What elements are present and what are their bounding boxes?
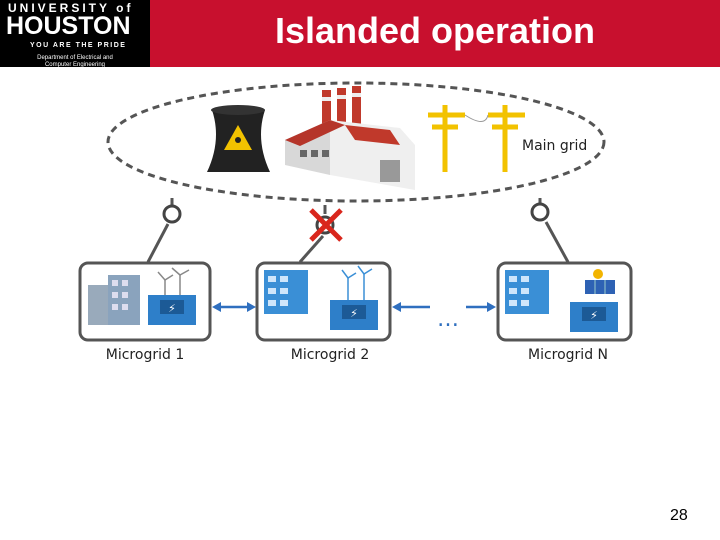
generator-icon: ⚡ [570, 302, 618, 332]
office-building-icon [505, 270, 549, 314]
main-grid-boundary [106, 81, 606, 203]
microgrid-2-label: Microgrid 2 [291, 347, 369, 363]
switch-icon [162, 202, 550, 235]
nuclear-plant-icon [207, 105, 270, 172]
university-logo: UNIVERSITY of HOUSTON YOU ARE THE PRIDE … [0, 0, 150, 68]
slide-header: UNIVERSITY of HOUSTON YOU ARE THE PRIDE … [0, 0, 720, 68]
microgrid-n-box: ⚡ [496, 261, 633, 342]
more-microgrids-ellipsis: … [437, 307, 459, 332]
connection-lines [146, 198, 570, 263]
microgrid-1-box: ⚡ [78, 261, 212, 342]
generator-icon: ⚡ [330, 300, 378, 330]
svg-text:⚡: ⚡ [590, 309, 598, 322]
disconnect-mark [309, 208, 343, 242]
solar-panel-icon [585, 269, 615, 294]
main-grid-label: Main grid [522, 138, 587, 154]
factory-icon [285, 86, 415, 190]
slide-title: Islanded operation [274, 10, 596, 51]
wind-turbine-icon [341, 265, 373, 305]
office-building-icon [264, 270, 308, 314]
office-building-icon [88, 275, 140, 325]
svg-text:⚡: ⚡ [350, 307, 358, 320]
generator-icon: ⚡ [148, 295, 196, 325]
microgrid-2-box: ⚡ [255, 261, 392, 342]
svg-text:⚡: ⚡ [168, 302, 176, 315]
transmission-tower-icon [428, 105, 525, 172]
microgrid-n-label: Microgrid N [528, 347, 608, 363]
power-exchange-arrows [212, 302, 496, 312]
page-number: 28 [670, 507, 688, 524]
microgrid-1-label: Microgrid 1 [106, 347, 184, 363]
